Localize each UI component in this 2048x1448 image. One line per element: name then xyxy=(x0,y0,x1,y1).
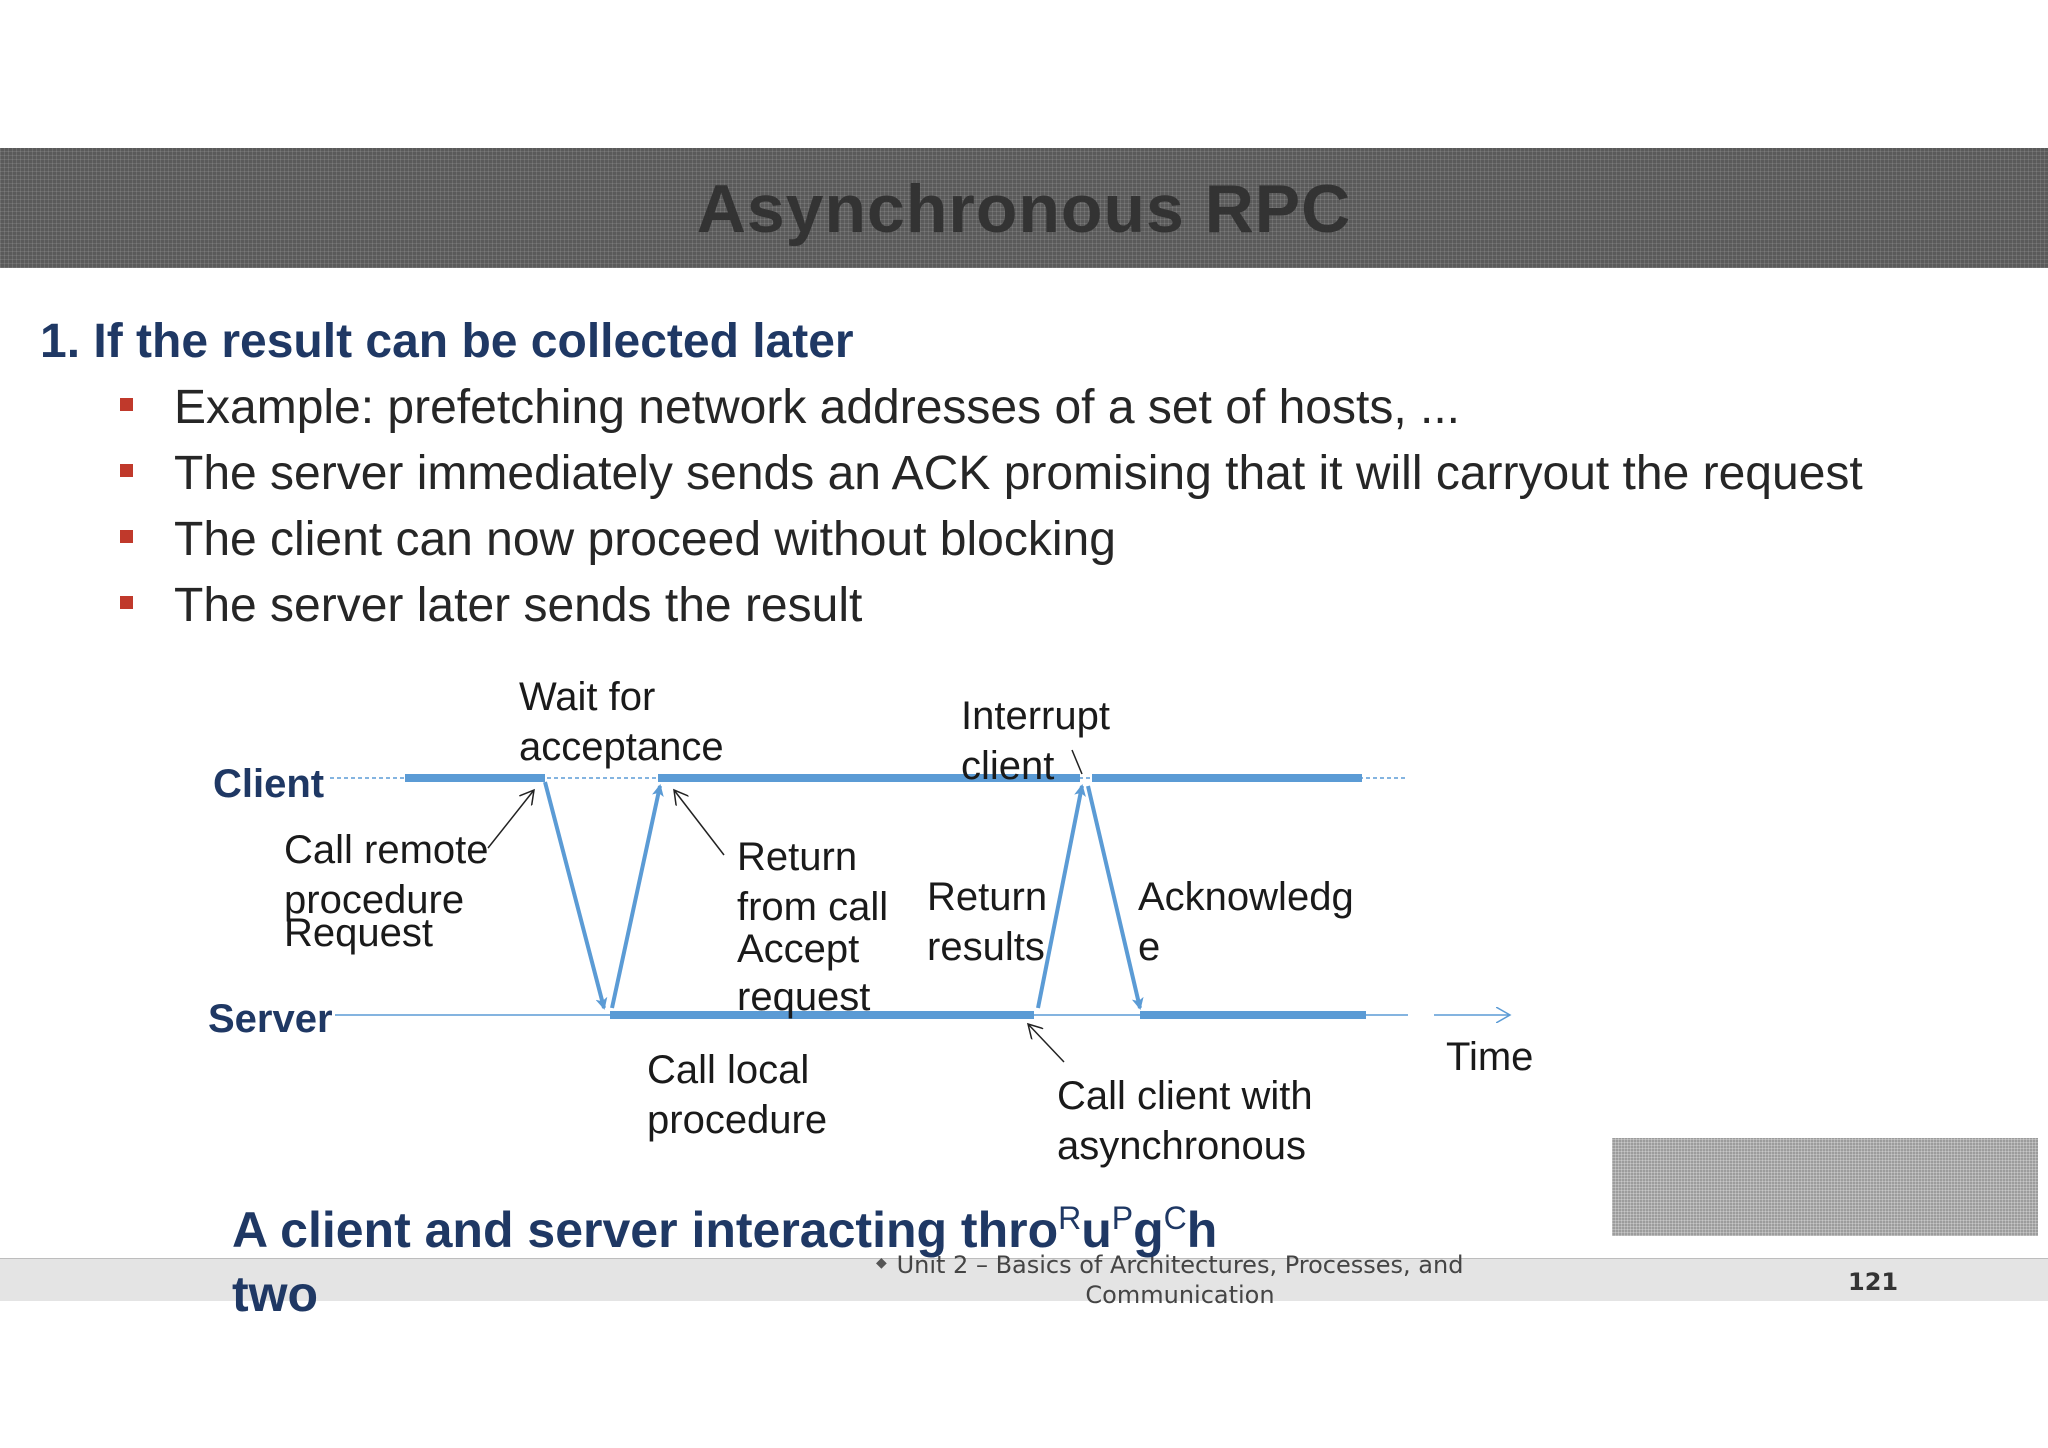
call-remote-line1: Call remote xyxy=(284,828,489,872)
client-label: Client xyxy=(213,762,324,806)
request-arrow xyxy=(543,781,608,1010)
bullet-text: The server later sends the result xyxy=(174,579,863,632)
diamond-icon: ◆ xyxy=(876,1254,887,1270)
bullet-square-icon xyxy=(120,530,133,543)
bullet-text: The client can now proceed without block… xyxy=(174,513,1116,566)
wait-label-line2: acceptance xyxy=(519,725,724,769)
page-number: 121 xyxy=(1848,1268,1899,1296)
accept-arrow xyxy=(610,784,664,1009)
call-remote-label: Call remote procedure xyxy=(284,828,500,922)
accept-line1: Accept xyxy=(737,927,859,971)
caption-sup1: R xyxy=(1058,1200,1082,1236)
bullet-text: Example: prefetching network addresses o… xyxy=(174,381,1460,434)
server-label: Server xyxy=(208,997,333,1041)
footer-text: Unit 2 – Basics of Architectures, Proces… xyxy=(880,1250,1480,1310)
acknowledge-arrow xyxy=(1086,785,1144,1010)
call-remote-pointer xyxy=(487,790,534,849)
return-call-pointer xyxy=(674,790,725,856)
return-results-line2: results xyxy=(927,925,1045,969)
call-remote-line2: procedure xyxy=(284,878,464,922)
slide-title: Asynchronous RPC xyxy=(696,171,1352,247)
accept-line2: request xyxy=(737,975,870,1019)
caption-part2: u xyxy=(1081,1202,1112,1258)
wait-label-line1: Wait for xyxy=(519,675,655,719)
accept-label: Accept request xyxy=(737,927,870,1019)
return-results-line1: Return xyxy=(927,875,1047,919)
return-call-label: Return from call xyxy=(737,835,888,929)
interrupt-pointer xyxy=(1071,749,1083,775)
return-results-arrow xyxy=(1036,784,1086,1009)
call-client-pointer xyxy=(1028,1024,1065,1063)
call-local-line2: procedure xyxy=(647,1098,827,1142)
return-call-line2: from call xyxy=(737,885,888,929)
slide-thumbnail xyxy=(1612,1138,2038,1236)
caption-sup2: P xyxy=(1111,1200,1134,1236)
acknowledge-label: Acknowledg e xyxy=(1138,875,1365,969)
interrupt-label-line2: client xyxy=(961,744,1054,788)
wait-label: Wait for acceptance xyxy=(519,675,724,769)
call-local-label: Call local procedure xyxy=(647,1048,827,1142)
acknowledge-line1: Acknowledg xyxy=(1138,875,1354,919)
return-call-line1: Return xyxy=(737,835,857,879)
caption-line1: A client and server interacting throRuPg… xyxy=(232,1186,1332,1262)
return-results-label: Return results xyxy=(927,875,1058,969)
caption-part3: g xyxy=(1133,1202,1164,1258)
bullet-square-icon xyxy=(120,596,133,609)
bullet-text: The server immediately sends an ACK prom… xyxy=(174,447,1863,500)
interrupt-label-line1: Interrupt xyxy=(961,694,1110,738)
caption-sup3: C xyxy=(1163,1200,1187,1236)
title-band xyxy=(0,148,2048,268)
caption-part1: A client and server interacting thro xyxy=(232,1202,1059,1258)
section-heading: 1. If the result can be collected later xyxy=(40,315,854,368)
call-client-line2: asynchronous xyxy=(1057,1124,1306,1168)
footer-line2: Communication xyxy=(1085,1281,1275,1309)
figure-caption: A client and server interacting throRuPg… xyxy=(232,1186,1332,1326)
footer-line1: Unit 2 – Basics of Architectures, Proces… xyxy=(896,1251,1464,1279)
call-client-line1: Call client with xyxy=(1057,1074,1313,1118)
bullet-square-icon xyxy=(120,398,133,411)
acknowledge-line2: e xyxy=(1138,925,1160,969)
request-label: Request xyxy=(284,911,433,955)
time-label: Time xyxy=(1446,1035,1533,1079)
footer-band xyxy=(0,1258,2048,1301)
bullet-square-icon xyxy=(120,464,133,477)
caption-part4: h xyxy=(1186,1202,1218,1258)
interrupt-label: Interrupt client xyxy=(961,694,1121,788)
caption-line2: two xyxy=(232,1266,319,1322)
call-client-label: Call client with asynchronous xyxy=(1057,1074,1324,1168)
call-local-line1: Call local xyxy=(647,1048,809,1092)
